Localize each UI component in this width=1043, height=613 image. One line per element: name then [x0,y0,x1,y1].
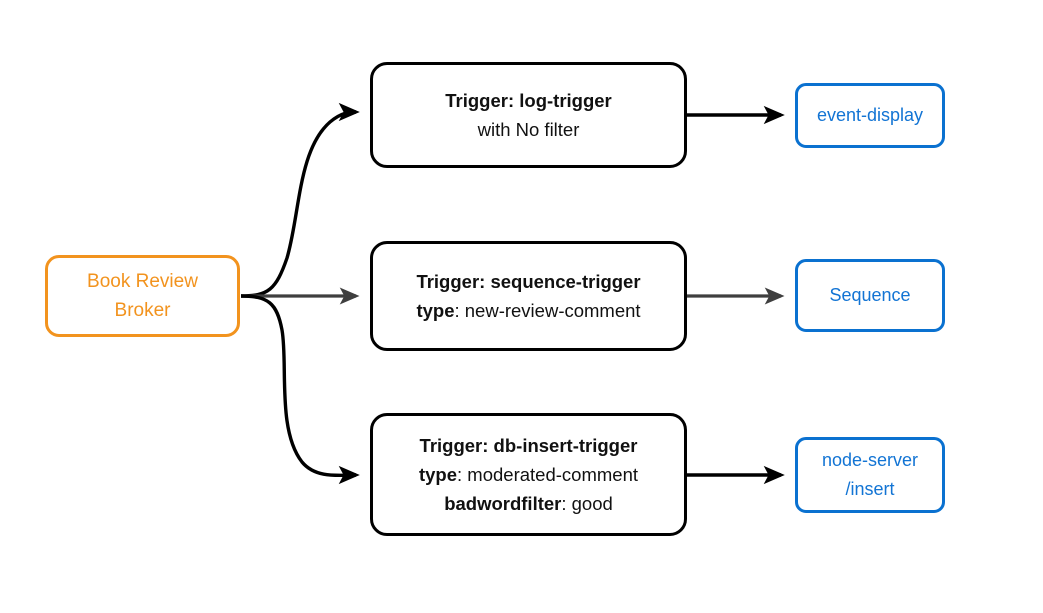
node-service-node-server-insert[interactable]: node-server /insert [795,437,945,513]
node-service-event-display[interactable]: event-display [795,83,945,148]
edge-broker-to-log-trigger [240,102,360,298]
log-trigger-title: Trigger: log-trigger [445,90,612,111]
db-insert-trigger-type-value: : moderated-comment [457,464,638,485]
edge-broker-to-db-insert-trigger [240,294,360,485]
broker-label-line-2: Broker [114,300,171,321]
sequence-trigger-type-key: type [416,300,455,321]
sequence-trigger-title: Trigger: sequence-trigger [416,271,641,292]
node-trigger-sequence-trigger[interactable]: Trigger: sequence-trigger type: new-revi… [370,241,687,351]
node-trigger-log-trigger[interactable]: Trigger: log-trigger with No filter [370,62,687,168]
sequence-label: Sequence [829,285,911,305]
node-trigger-db-insert-trigger[interactable]: Trigger: db-insert-trigger type: moderat… [370,413,687,536]
node-server-label-line-2: /insert [845,479,895,499]
node-server-label-line-1: node-server [821,450,919,470]
event-display-label: event-display [816,105,924,125]
db-insert-trigger-filter-key: badwordfilter [444,493,562,514]
db-insert-trigger-filter-value: : good [561,493,613,514]
log-trigger-filter: with No filter [477,119,580,140]
db-insert-trigger-title: Trigger: db-insert-trigger [419,435,638,456]
node-service-sequence[interactable]: Sequence [795,259,945,332]
broker-label-line-1: Book Review [87,271,198,292]
node-book-review-broker[interactable]: Book Review Broker [45,255,240,337]
sequence-trigger-type-row: type: new-review-comment [416,296,640,325]
db-insert-trigger-filter-row: badwordfilter: good [444,489,613,518]
db-insert-trigger-type-row: type: moderated-comment [419,460,638,489]
sequence-trigger-type-value: : new-review-comment [454,300,641,321]
db-insert-trigger-type-key: type [418,464,458,485]
